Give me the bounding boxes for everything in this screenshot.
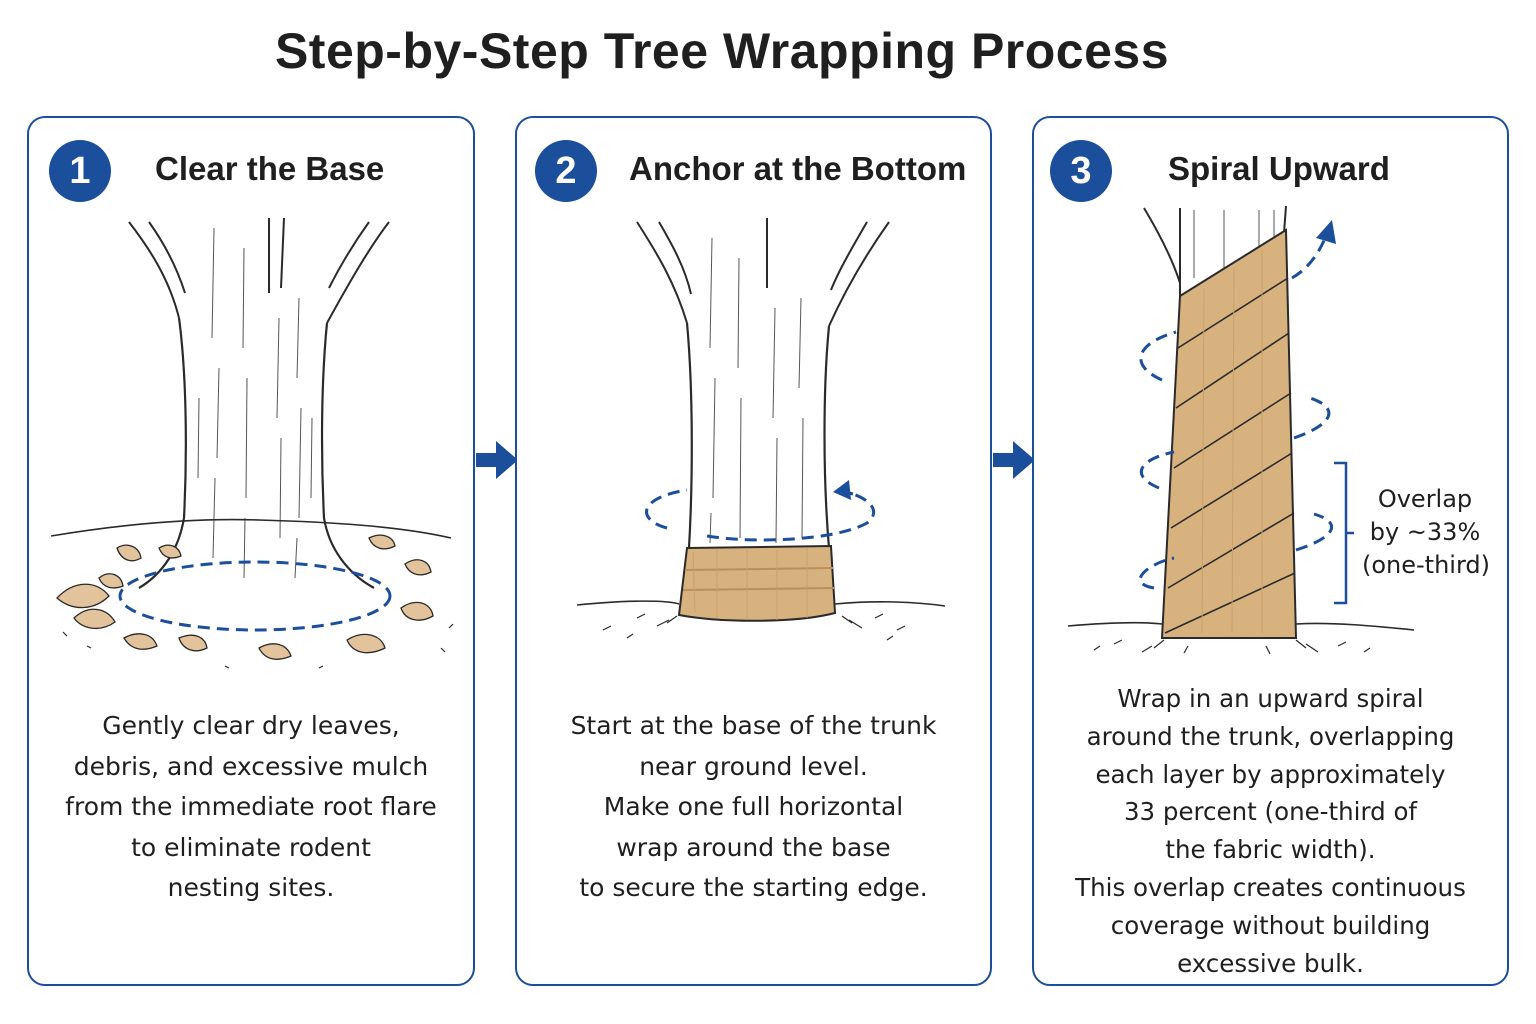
step-3-description-line: the fabric width). bbox=[1165, 835, 1376, 865]
overlap-annotation: Overlap by ~33% (one-third) bbox=[1362, 483, 1491, 582]
next-step-arrow-icon bbox=[993, 441, 1035, 479]
step-3-panel: 3 Spiral Upward bbox=[1032, 116, 1509, 986]
step-1-description-line: Gently clear dry leaves, bbox=[102, 711, 400, 740]
next-step-arrow-icon bbox=[476, 441, 518, 479]
step-1-description-line: from the immediate root flare bbox=[65, 792, 437, 821]
step-2-number-badge: 2 bbox=[535, 140, 597, 202]
step-2-description: Start at the base of the trunk near grou… bbox=[527, 706, 980, 909]
step-2-description-line: wrap around the base bbox=[616, 832, 891, 862]
step-3-description-line: Wrap in an upward spiral bbox=[1117, 684, 1424, 713]
step-2-description-line: near ground level. bbox=[639, 751, 868, 781]
step-3-description-line: around the trunk, overlapping bbox=[1086, 721, 1455, 751]
step-3-description: Wrap in an upward spiral around the trun… bbox=[1044, 680, 1497, 982]
step-1-panel: 1 Clear the Base bbox=[27, 116, 475, 986]
step-3-number-badge: 3 bbox=[1050, 140, 1112, 202]
step-1-title: Clear the Base bbox=[155, 150, 385, 187]
step-1-description-line: nesting sites. bbox=[167, 873, 335, 902]
overlap-annotation-line: by ~33% bbox=[1369, 518, 1481, 546]
step-3-description-line: excessive bulk. bbox=[1177, 948, 1364, 978]
step-1-description: Gently clear dry leaves, debris, and exc… bbox=[39, 706, 463, 909]
step-1-description-line: debris, and excessive mulch bbox=[73, 751, 429, 781]
overlap-annotation-line: Overlap bbox=[1377, 485, 1473, 513]
page-title: Step-by-Step Tree Wrapping Process bbox=[274, 23, 1170, 79]
step-2-description-line: Make one full horizontal bbox=[603, 792, 904, 821]
step-2-description-line: to secure the starting edge. bbox=[579, 873, 928, 902]
step-3-title: Spiral Upward bbox=[1168, 150, 1390, 187]
step-1-description-line: to eliminate rodent bbox=[131, 832, 371, 862]
step-2-description-line: Start at the base of the trunk bbox=[570, 711, 937, 740]
step-2-title: Anchor at the Bottom bbox=[629, 150, 967, 187]
tree-base-cleared-icon bbox=[50, 217, 454, 669]
tree-spiral-wrap-icon bbox=[1067, 205, 1415, 655]
step-2-panel: 2 Anchor at the Bottom bbox=[515, 116, 992, 986]
step-3-description-line: coverage without building bbox=[1110, 910, 1431, 940]
step-3-description-line: each layer by approximately bbox=[1095, 759, 1446, 789]
step-3-description-line: 33 percent (one-third of bbox=[1123, 797, 1418, 827]
overlap-annotation-line: (one-third) bbox=[1362, 551, 1491, 579]
step-1-number-badge: 1 bbox=[49, 140, 111, 202]
step-3-description-line: This overlap creates continuous bbox=[1075, 872, 1466, 902]
tree-anchor-wrap-icon bbox=[576, 218, 946, 641]
